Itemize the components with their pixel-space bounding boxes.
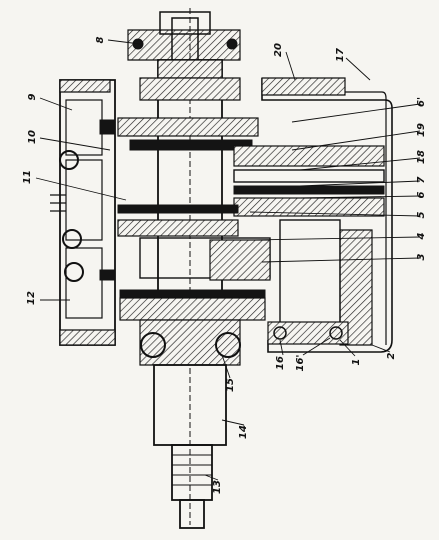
callout-c16a: 16': [295, 355, 306, 372]
callout-c8: 8: [95, 36, 106, 43]
callout-c18: 18: [416, 150, 427, 164]
callout-c4: 4: [416, 232, 427, 240]
callout-c17: 17: [335, 48, 346, 62]
top-flange: [127, 11, 241, 64]
callout-c3: 3: [416, 253, 427, 260]
callout-c6: 6: [416, 191, 427, 198]
gear-housing: [261, 77, 393, 353]
callout-c1: 1: [351, 359, 362, 366]
callout-c15: 15: [225, 378, 236, 392]
callout-c9: 9: [27, 93, 38, 100]
gear-stack: [117, 117, 385, 321]
callout-c10: 10: [27, 130, 38, 144]
callout-c16: 16: [275, 356, 286, 370]
callout-c20: 20: [273, 43, 284, 57]
leader-lines: [35, 39, 421, 481]
callout-c13: 13: [212, 480, 223, 494]
callout-c2: 2: [386, 352, 397, 359]
output-shaft: [153, 364, 227, 529]
callout-c6a: 6': [416, 97, 427, 107]
output-bearing: [139, 319, 349, 366]
callout-c14: 14: [238, 425, 249, 439]
callout-c7: 7: [416, 176, 427, 183]
callout-c5: 5: [416, 211, 427, 218]
callout-c19: 19: [416, 123, 427, 137]
control-housing: [50, 79, 116, 346]
callout-c11: 11: [22, 170, 33, 184]
callout-c12: 12: [26, 291, 37, 305]
